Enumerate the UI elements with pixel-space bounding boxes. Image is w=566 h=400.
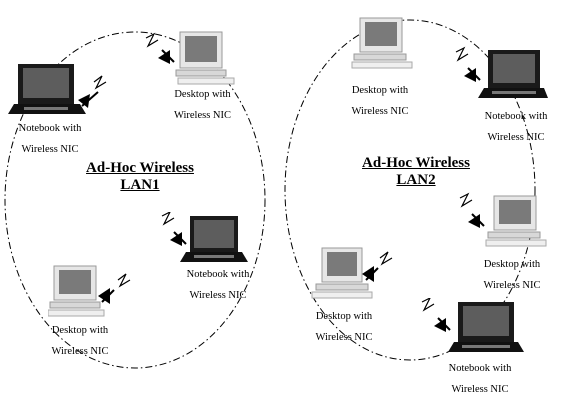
device-label: Notebook with Wireless NIC	[484, 111, 548, 143]
wireless-antenna-icon	[98, 273, 131, 304]
wireless-antenna-icon	[78, 75, 107, 108]
lan2-title-line1: Ad-Hoc Wireless	[362, 155, 470, 171]
device-label: Desktop with Wireless NIC	[351, 85, 409, 117]
device-label: Desktop with Wireless NIC	[315, 311, 373, 343]
wireless-antenna-icon	[421, 298, 451, 332]
wireless-antenna-icon	[362, 251, 393, 282]
notebook-icon	[455, 46, 548, 98]
desktop-icon	[459, 192, 547, 247]
desktop-icon	[311, 247, 393, 299]
lan2-title-line2: LAN2	[396, 172, 436, 188]
notebook-icon	[161, 212, 248, 262]
device-label: Notebook with Wireless NIC	[448, 363, 512, 395]
wireless-antenna-icon	[459, 192, 485, 228]
lan1-title-line2: LAN1	[120, 177, 160, 193]
desktop-icon	[48, 265, 131, 317]
wireless-antenna-icon	[145, 32, 175, 64]
notebook-icon	[8, 64, 107, 114]
lan1-title-line1: Ad-Hoc Wireless	[86, 160, 194, 176]
device-label: Desktop with Wireless NIC	[173, 89, 232, 121]
desktop-icon	[351, 17, 413, 69]
wireless-antenna-icon	[161, 212, 187, 246]
wireless-antenna-icon	[455, 46, 481, 82]
device-label: Notebook with Wireless NIC	[186, 269, 250, 301]
lan2-boundary	[284, 19, 536, 361]
lan1-title: Ad-Hoc Wireless LAN1	[80, 160, 200, 194]
device-label: Desktop with Wireless NIC	[51, 325, 109, 357]
device-label: Desktop with Wireless NIC	[483, 259, 541, 291]
desktop-icon	[145, 31, 235, 85]
device-label: Notebook with Wireless NIC	[18, 123, 82, 155]
lan2-title: Ad-Hoc Wireless LAN2	[356, 155, 476, 189]
lan1-boundary	[4, 31, 266, 369]
notebook-icon	[421, 298, 524, 352]
